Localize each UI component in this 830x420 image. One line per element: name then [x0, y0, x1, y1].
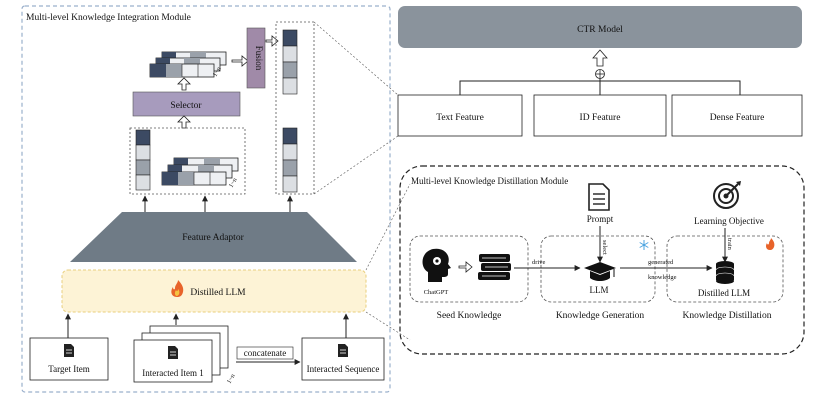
candidate-column [135, 129, 151, 191]
feature-adaptor-label: Feature Adaptor [182, 233, 244, 243]
prompt-label: Prompt [587, 214, 614, 224]
fusion-block [246, 27, 266, 89]
snowflake-icon [639, 240, 649, 250]
candidate-feature-box [129, 127, 246, 195]
selector-block [132, 91, 241, 117]
train-label: train [726, 238, 733, 251]
knowledge-generation-box [540, 235, 656, 303]
zoom-line-llm-bottom [365, 311, 411, 341]
knowledge-generation-label: Knowledge Generation [556, 311, 645, 321]
zoom-line-top [313, 21, 399, 96]
text-feature-box [397, 94, 523, 137]
integration-module-frame [21, 5, 391, 393]
candidate-token-stack [161, 157, 239, 186]
chatgpt-label: ChatGPT [424, 289, 449, 296]
to-selector-arrow [177, 115, 191, 129]
fused-column-bottom [282, 127, 298, 193]
generated-label: generated [648, 259, 674, 266]
depth-tag-bottom: 1~n [226, 372, 237, 385]
dense-feature-label: Dense Feature [710, 113, 765, 123]
selected-token-stack [149, 51, 227, 78]
fire-icon [766, 238, 775, 250]
fusion-output-arrow [265, 35, 279, 47]
seed-knowledge-box [409, 235, 529, 303]
selector-output-arrow [177, 77, 191, 91]
selector-label: Selector [170, 101, 202, 111]
database-icon [715, 261, 735, 284]
ctr-model-box [398, 6, 802, 48]
knowledge-distillation-label: Knowledge Distillation [683, 311, 772, 321]
concatenate-label: concatenate [244, 348, 286, 358]
document-icon [338, 344, 348, 357]
id-feature-label: ID Feature [580, 113, 621, 123]
zoom-line-llm-top [365, 183, 411, 271]
to-fusion-arrow [231, 55, 249, 67]
graduation-cap-icon [584, 262, 616, 281]
fused-column-top [282, 29, 298, 95]
select-label: select [601, 240, 608, 255]
id-feature-box [533, 94, 667, 137]
learning-objective-label: Learning Objective [694, 216, 764, 226]
feature-merge-lines [459, 78, 741, 95]
distillation-module-frame [399, 165, 805, 355]
interacted-item-label: Interacted Item 1 [142, 368, 203, 378]
concatenate-tag [236, 346, 294, 360]
seed-knowledge-label: Seed Knowledge [437, 311, 502, 321]
books-icon [478, 254, 511, 280]
interacted-sequence-label: Interacted Sequence [307, 364, 380, 374]
text-feature-label: Text Feature [436, 113, 484, 123]
depth-tag-mid: 1~n [228, 176, 239, 189]
fire-icon [171, 280, 184, 297]
depth-tag-top: 1~n [212, 65, 223, 78]
distilled-llm-box [61, 269, 367, 313]
target-item-label: Target Item [48, 364, 89, 374]
document-icon [168, 346, 178, 359]
integration-module-title: Multi-level Knowledge Integration Module [26, 13, 191, 23]
llm-label: LLM [590, 285, 609, 295]
document-icon [64, 344, 74, 357]
gear-head-icon [422, 248, 451, 282]
document-icon [588, 183, 610, 211]
zoom-line-bottom [313, 135, 399, 195]
to-ctr-arrow [592, 49, 608, 67]
fused-feature-box [275, 21, 315, 195]
distilled-llm-label: Distilled LLM [190, 288, 246, 298]
concat-plus-icon [595, 69, 605, 79]
ctr-model-label: CTR Model [577, 25, 623, 35]
knowledge-label: knowledge [648, 274, 677, 281]
distillation-module-title: Multi-level Knowledge Distillation Modul… [411, 176, 568, 186]
feature-adaptor [70, 212, 357, 262]
dense-feature-box [671, 94, 803, 137]
chatgpt-to-books-arrow [458, 261, 473, 273]
fusion-label: Fusion [254, 46, 264, 71]
target-icon [713, 181, 741, 209]
drive-label: drive [532, 259, 545, 266]
distilled-llm-small-label: Distilled LLM [698, 288, 750, 298]
